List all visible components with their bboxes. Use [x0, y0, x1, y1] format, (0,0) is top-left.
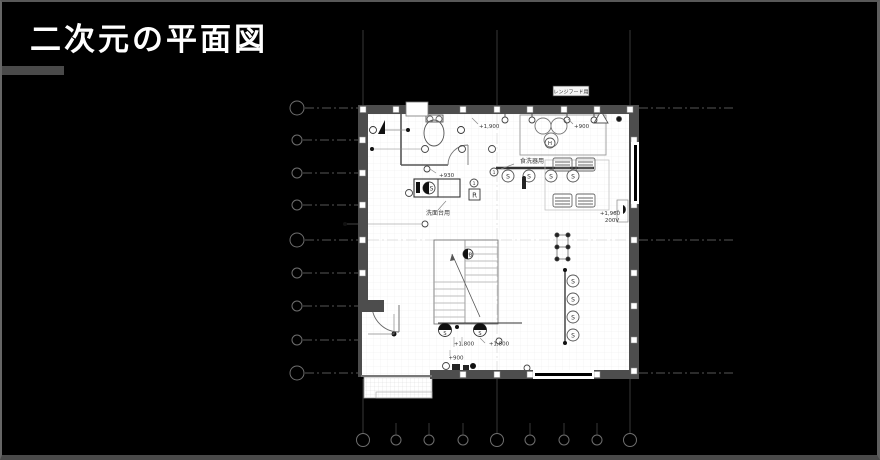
dishwasher-label: 食洗器用 — [520, 157, 544, 165]
fixtures — [343, 110, 629, 372]
outlet-s-symbol: S — [443, 331, 446, 337]
height-1900-label: +1,900 — [479, 124, 500, 130]
circuit-1-symbol: 1 — [473, 181, 476, 187]
outlet-s-symbol: S — [430, 186, 434, 193]
outlet-s-symbol: S — [549, 173, 553, 180]
floor-plan-drawing: レンジフード用 +1,900 +900 H 食洗器用 S S S S 1 +93… — [289, 30, 735, 447]
wall-openings — [359, 101, 639, 379]
outlet-s-symbol: S — [571, 278, 575, 285]
refrigerator-r-symbol: R — [472, 192, 477, 200]
outlet-s-symbol: S — [571, 296, 575, 303]
range-hood-label: レンジフード用 — [553, 90, 588, 96]
outlet-s-symbol: S — [571, 314, 575, 321]
annotations: レンジフード用 +1,900 +900 H 食洗器用 S S S S 1 +93… — [426, 85, 621, 362]
circuit-1-symbol: 1 — [493, 170, 496, 176]
outlet-s-symbol: S — [506, 173, 510, 180]
outlet-s-symbol: S — [478, 331, 481, 337]
outlet-s-symbol: S — [527, 173, 531, 180]
circuit-b-symbol: B — [469, 252, 473, 258]
floor-paper — [358, 105, 639, 399]
height-1800-label-left: +1,800 — [454, 342, 475, 348]
range-hood-label-box — [552, 85, 590, 97]
page-title: 二次元の平面図 — [30, 22, 268, 57]
outlet-s-symbol: S — [571, 173, 575, 180]
decorative-bar — [2, 66, 64, 75]
height-900-bottom-label: +900 — [448, 356, 464, 362]
grid-axes — [289, 30, 735, 447]
circuit-h-symbol: H — [548, 141, 552, 147]
height-1800-label-right: +1,800 — [489, 342, 510, 348]
height-930-label: +930 — [439, 173, 455, 179]
height-900-top-label: +900 — [574, 124, 590, 130]
voltage-200v-label: 200V — [605, 218, 619, 224]
height-1960-label: +1,960 — [600, 211, 621, 217]
washbasin-label: 洗面台用 — [426, 209, 450, 217]
outlet-s-symbol: S — [571, 332, 575, 339]
